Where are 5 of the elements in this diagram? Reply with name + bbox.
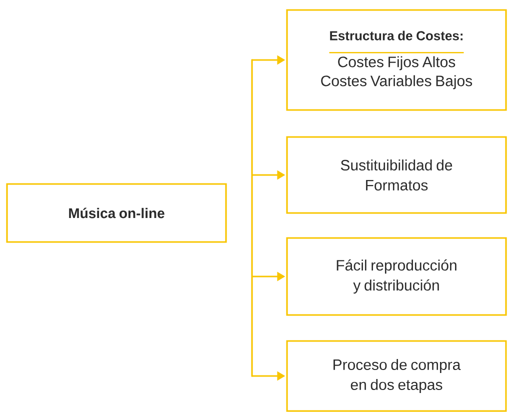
info-box: Sustituibilidad de Formatos bbox=[286, 136, 507, 214]
info-box: Estructura de Costes: Costes Fijos Altos Costes Variables Bajos bbox=[286, 9, 507, 111]
info-box: Proceso de compra en dos etapas bbox=[286, 340, 507, 412]
topic-box: Música on-line bbox=[6, 183, 227, 243]
info-box: Fácil reproducción y distribución bbox=[286, 237, 507, 316]
